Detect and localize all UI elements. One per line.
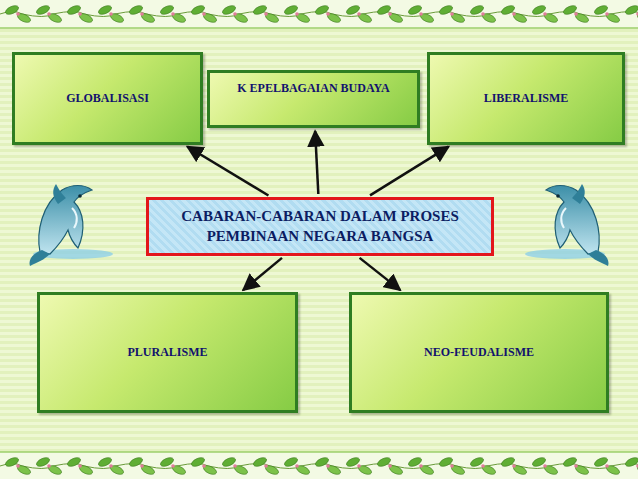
leaf-pair — [4, 4, 32, 24]
challenge-box: LIBERALISME — [427, 52, 625, 145]
leaf-pair — [376, 456, 404, 476]
arrow-connector — [187, 147, 268, 196]
leaf-pair — [159, 4, 187, 24]
leaf-pair — [407, 456, 435, 476]
leaf-pair — [345, 4, 373, 24]
arrow-connector — [243, 258, 282, 290]
leaf-pair — [283, 4, 311, 24]
leaf-pair — [500, 456, 528, 476]
leaf-pair — [314, 4, 342, 24]
leaf-pair — [190, 456, 218, 476]
bottom-band — [0, 452, 638, 479]
leaf-pair — [314, 456, 342, 476]
leaf-pair — [345, 456, 373, 476]
arrow-connector — [370, 147, 449, 196]
box-label: CABARAN-CABARAN DALAM PROSES PEMBINAAN N… — [157, 207, 483, 246]
central-topic: CABARAN-CABARAN DALAM PROSES PEMBINAAN N… — [146, 197, 494, 256]
arrow-connector — [360, 258, 401, 290]
leaf-pair — [531, 456, 559, 476]
leaf-pair — [531, 4, 559, 24]
dolphin-icon — [30, 184, 114, 266]
leaf-pair — [624, 4, 638, 24]
leaf-pair — [252, 4, 280, 24]
leaf-pair — [66, 4, 94, 24]
leaf-pair — [500, 4, 528, 24]
leaf-pair — [593, 4, 621, 24]
leaf-pair — [35, 4, 63, 24]
leaf-vine — [0, 456, 638, 476]
leaf-pair — [593, 456, 621, 476]
box-label: K EPELBAGAIAN BUDAYA — [237, 81, 389, 95]
leaf-pair — [97, 4, 125, 24]
leaf-pair — [190, 4, 218, 24]
box-label: PLURALISME — [127, 345, 207, 359]
challenge-box: PLURALISME — [37, 292, 298, 413]
leaf-pair — [438, 456, 466, 476]
leaf-pair — [469, 4, 497, 24]
leaf-vine — [0, 4, 638, 24]
dolphin-icon — [525, 184, 609, 266]
leaf-pair — [97, 456, 125, 476]
leaf-pair — [283, 456, 311, 476]
leaf-pair — [252, 456, 280, 476]
leaf-pair — [128, 4, 156, 24]
leaf-pair — [469, 456, 497, 476]
leaf-pair — [66, 456, 94, 476]
leaf-pair — [159, 456, 187, 476]
box-label: LIBERALISME — [484, 91, 569, 105]
leaf-pair — [624, 456, 638, 476]
top-band — [0, 0, 638, 28]
challenge-box: NEO-FEUDALISME — [349, 292, 609, 413]
box-label: GLOBALISASI — [66, 91, 149, 105]
leaf-pair — [407, 4, 435, 24]
leaf-pair — [376, 4, 404, 24]
arrow-connector — [315, 131, 318, 194]
challenge-box: GLOBALISASI — [12, 52, 203, 145]
leaf-pair — [128, 456, 156, 476]
box-label: NEO-FEUDALISME — [424, 345, 534, 359]
leaf-pair — [35, 456, 63, 476]
leaf-pair — [221, 456, 249, 476]
challenge-box: K EPELBAGAIAN BUDAYA — [207, 70, 420, 128]
leaf-pair — [4, 456, 32, 476]
leaf-pair — [221, 4, 249, 24]
leaf-pair — [562, 4, 590, 24]
leaf-pair — [562, 456, 590, 476]
leaf-pair — [438, 4, 466, 24]
